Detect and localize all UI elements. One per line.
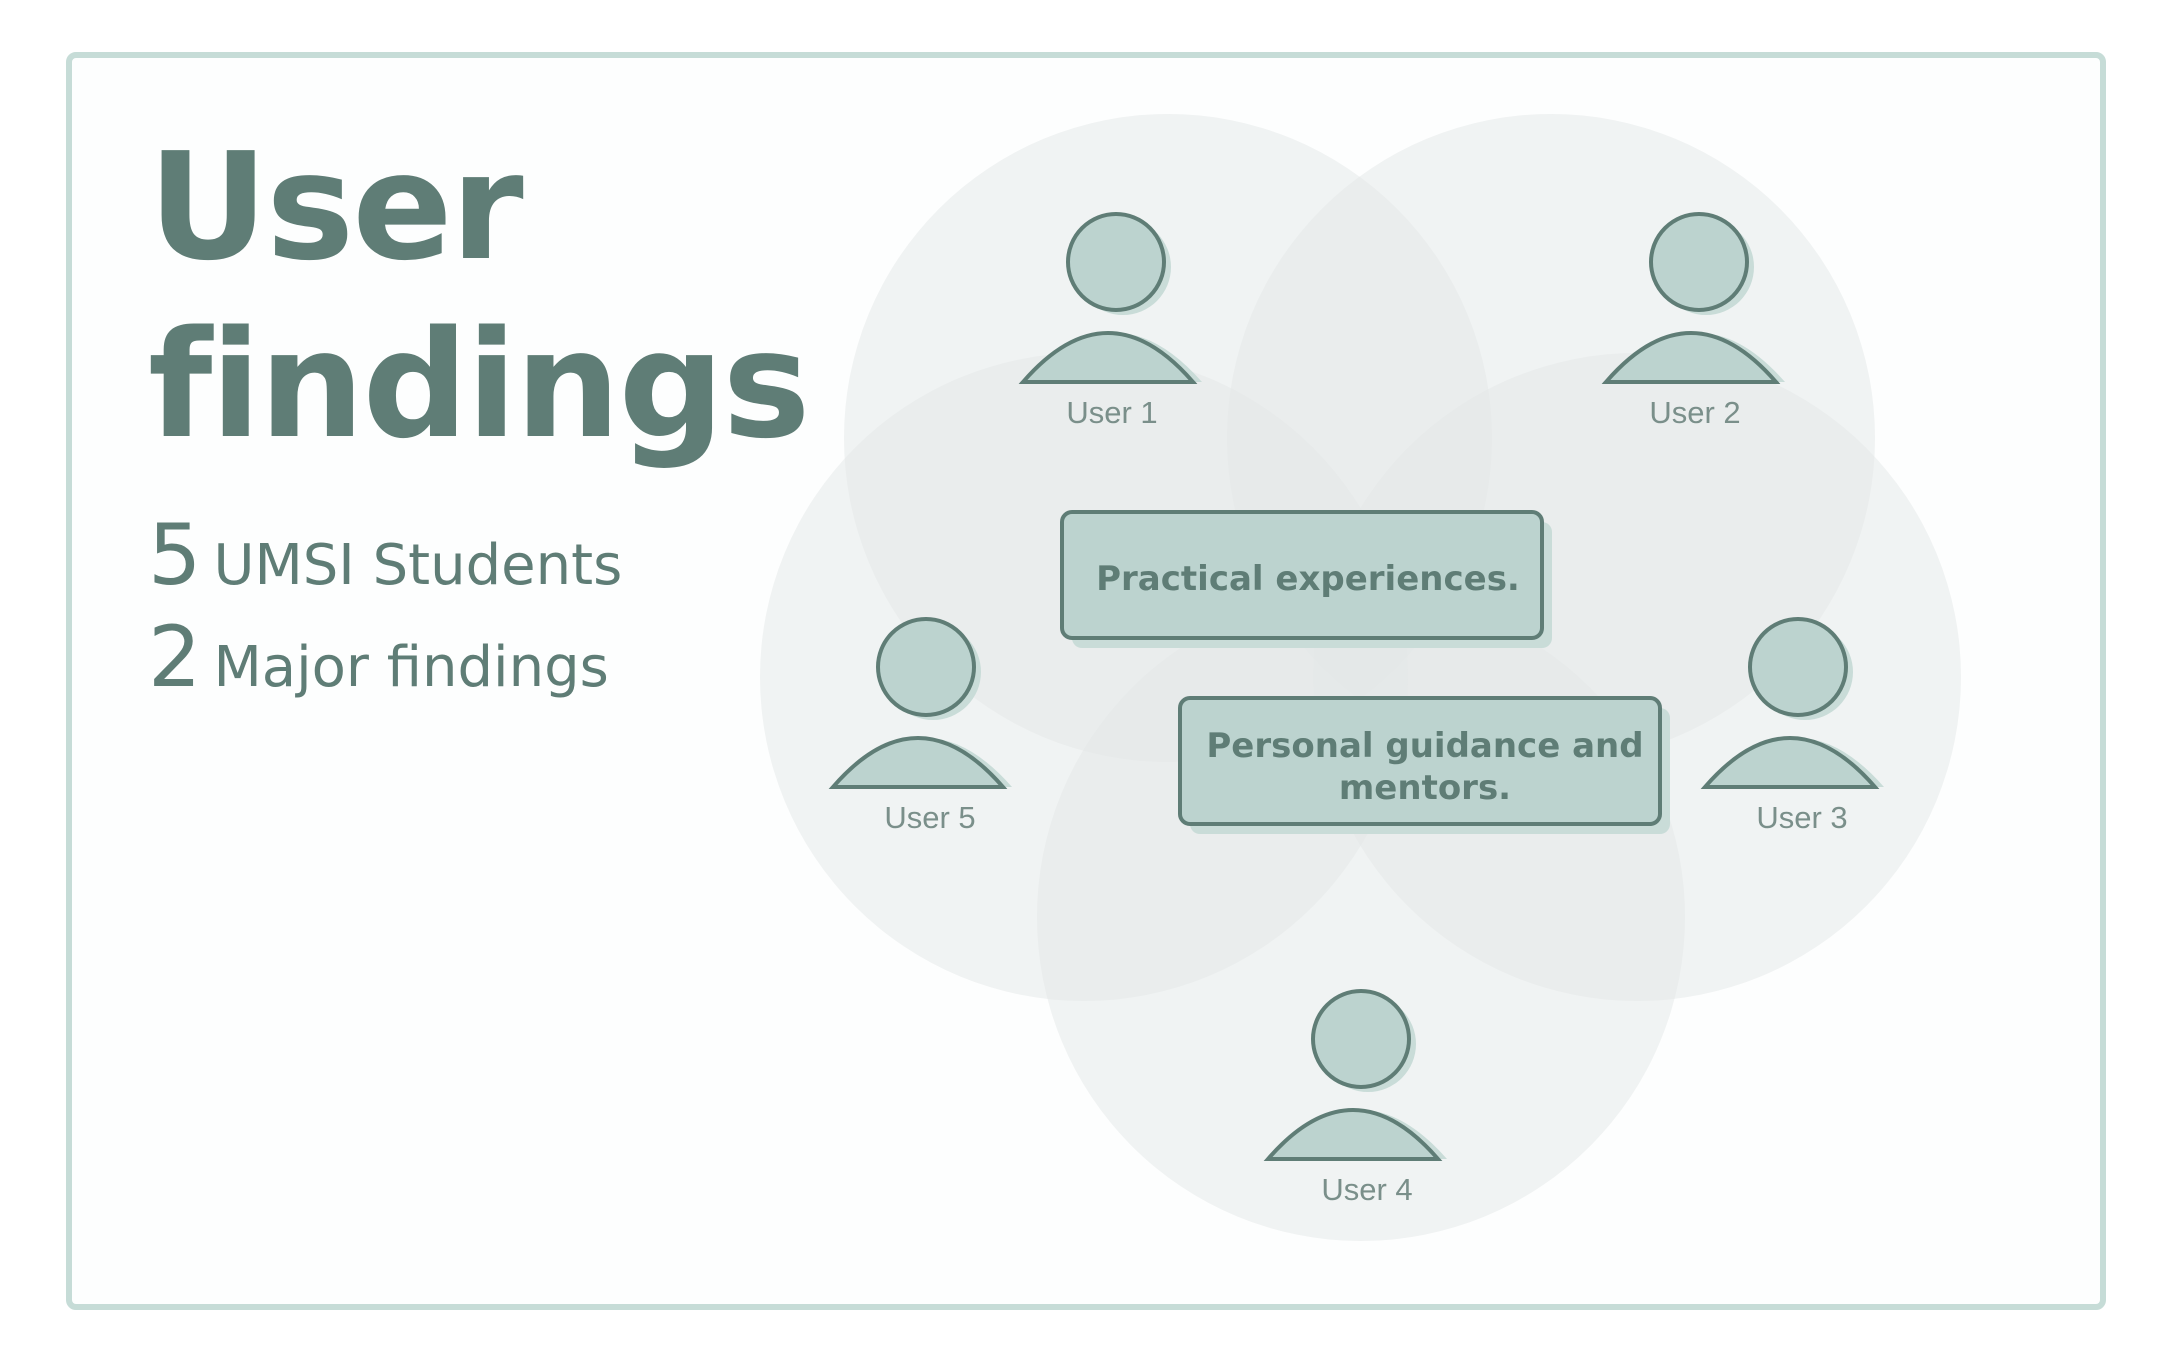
user-icon <box>828 617 1012 789</box>
venn-circle-user-5 <box>760 353 1408 1001</box>
user-5: User 5 <box>828 617 1012 835</box>
stat-findings-label: Major findings <box>213 635 609 700</box>
user-4-label: User 4 <box>1321 1172 1412 1207</box>
user-3: User 3 <box>1700 617 1884 835</box>
title-line-findings: findings <box>148 299 811 471</box>
user-2: User 2 <box>1601 212 1785 430</box>
user-1: User 1 <box>1018 212 1202 430</box>
finding-2-line-1: Personal guidance and <box>1206 726 1643 766</box>
stat-students-label: UMSI Students <box>213 533 623 598</box>
user-1-label: User 1 <box>1066 395 1157 430</box>
stat-findings-number: 2 <box>148 608 202 706</box>
finding-1-line-1: Practical experiences. <box>1096 559 1520 599</box>
user-icon <box>1601 212 1785 384</box>
finding-practical-experiences: Practical experiences. <box>1060 510 1552 648</box>
user-icon <box>1700 617 1884 789</box>
user-5-label: User 5 <box>884 800 975 835</box>
user-4: User 4 <box>1263 989 1447 1207</box>
user-2-label: User 2 <box>1649 395 1740 430</box>
finding-personal-guidance: Personal guidance and mentors. <box>1178 696 1670 834</box>
user-3-label: User 3 <box>1756 800 1847 835</box>
slide-title: User findings <box>148 118 811 474</box>
finding-2-line-2: mentors. <box>1339 768 1511 808</box>
user-icon <box>1018 212 1202 384</box>
user-icon <box>1263 989 1447 1161</box>
title-line-user: User <box>148 121 524 293</box>
stat-students-number: 5 <box>148 506 202 604</box>
